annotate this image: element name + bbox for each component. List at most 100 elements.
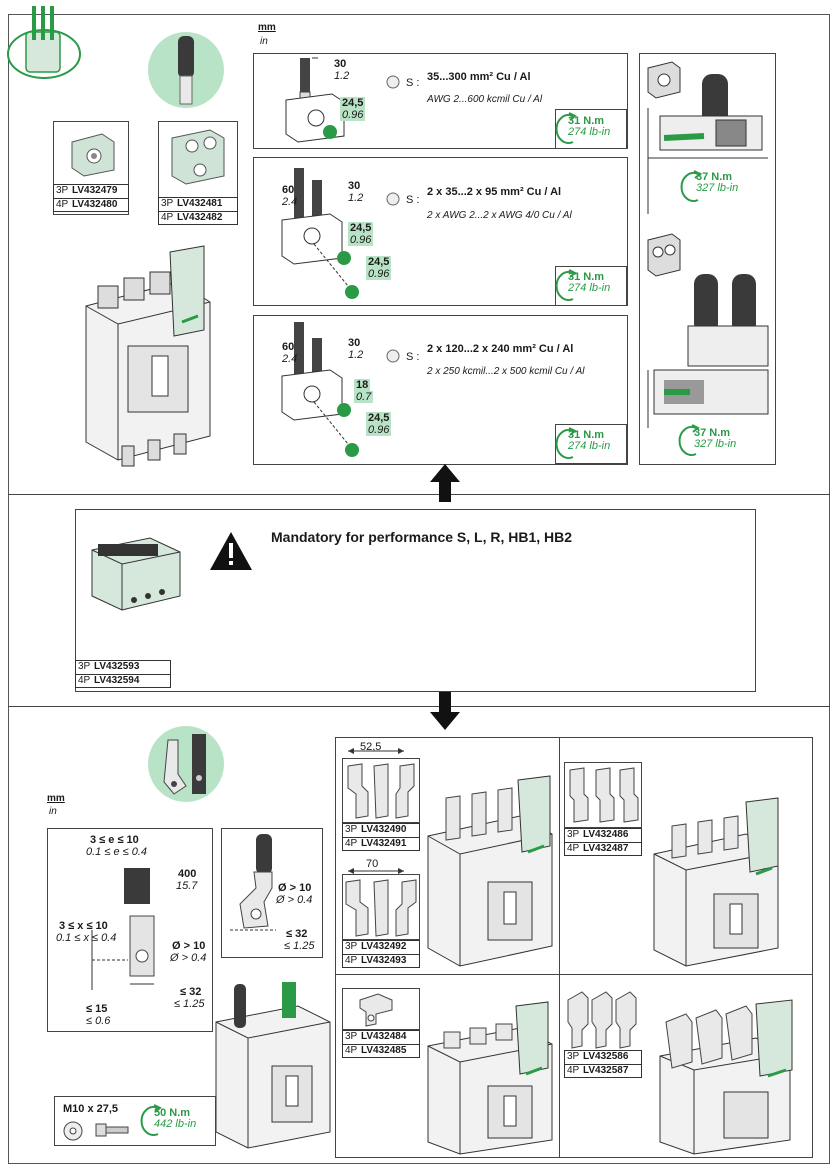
case-2-dim-c-mm: 24,5 <box>366 256 392 268</box>
side-assembly-bottom-torque: 37 N.m 327 lb-in <box>694 427 737 450</box>
case-2-dim-h-mm: 60 <box>282 184 295 196</box>
busbar-edge-mm: ≤ 32 <box>180 986 202 998</box>
case-3-dim-a-mm: 30 <box>348 337 361 349</box>
case-3-section: 2 x 120...2 x 240 mm² Cu / Al <box>427 343 574 355</box>
case-1-section-awg: AWG 2...600 kcmil Cu / Al <box>427 94 543 105</box>
side-assembly-bottom-image <box>647 233 769 428</box>
case-1-dim-b-mm: 24,5 <box>340 97 366 109</box>
breaker-spreader-illustration-4 <box>659 999 793 1155</box>
case-2-dim-a-in: 1.2 <box>348 192 364 204</box>
case-2-section-prefix: S : <box>406 194 420 206</box>
terminal-a-image <box>71 133 115 177</box>
case-1-dim-a-in: 1.2 <box>334 70 350 82</box>
cable-icon <box>148 32 224 108</box>
case-1-section: 35...300 mm² Cu / Al <box>427 71 531 83</box>
lug-drawing <box>230 834 276 931</box>
case-2-dim-b-in: 0.96 <box>348 234 374 246</box>
unit-in: in <box>260 36 268 47</box>
bolt-box <box>54 1096 216 1146</box>
busbar-edge-in: ≤ 1.25 <box>174 998 205 1010</box>
spacing-2-label: 70 <box>366 858 379 870</box>
case-3-dim-h-mm: 60 <box>282 341 295 353</box>
case-3-dim-a-in: 1.2 <box>348 349 364 361</box>
case-2-dim-h-in: 2.4 <box>282 196 298 208</box>
section-divider-top <box>8 494 830 495</box>
busbar-hole-mm: Ø > 10 <box>172 940 206 952</box>
unit-in-bottom: in <box>49 806 57 817</box>
lug-hole-mm: Ø > 10 <box>278 882 312 894</box>
case-3-option-circle-icon <box>386 349 400 363</box>
case-2-section: 2 x 35...2 x 95 mm² Cu / Al <box>427 186 562 198</box>
case-1-terminal-image <box>285 57 345 143</box>
spacing-1-arrow <box>348 748 404 754</box>
product-logo-icon <box>7 6 81 79</box>
case-2-dim-a-mm: 30 <box>348 180 361 192</box>
lug-edge-mm: ≤ 32 <box>286 928 308 940</box>
case-3-section-awg: 2 x 250 kcmil...2 x 500 kcmil Cu / Al <box>427 366 585 377</box>
warning-icon <box>210 532 252 570</box>
case-3-dim-b-in: 0.7 <box>354 391 374 403</box>
case-3-dim-b-mm: 18 <box>354 379 371 391</box>
case-3-torque-arrow-icon <box>555 427 577 459</box>
case-1-dim-a-mm: 30 <box>334 58 347 70</box>
case-2-dim-b-mm: 24,5 <box>348 222 374 234</box>
bolt-icon <box>95 1123 129 1137</box>
lug-hole-in: Ø > 0.4 <box>276 894 313 906</box>
side-assembly-bottom-torque-arrow-icon <box>678 424 700 456</box>
case-1-dim-b-in: 0.96 <box>340 109 366 121</box>
case-3-dim-c-mm: 24,5 <box>366 412 392 424</box>
busbar-w-in: ≤ 0.6 <box>86 1015 111 1027</box>
breaker-spreader-illustration-1 <box>427 775 553 967</box>
case-3-dim-c-in: 0.96 <box>366 424 392 436</box>
side-assembly-top-image <box>647 61 768 214</box>
lug-edge-in: ≤ 1.25 <box>284 940 315 952</box>
spreader-3-image <box>359 993 393 1027</box>
bolt-label: M10 x 27,5 <box>63 1103 119 1115</box>
case-3-terminal-image <box>281 322 359 457</box>
bolt-torque: 50 N.m 442 lb-in <box>154 1107 197 1130</box>
breaker-spreader-illustration-3 <box>427 1001 553 1155</box>
busbar-w-mm: ≤ 15 <box>86 1003 108 1015</box>
spreader-4-image <box>569 767 639 823</box>
busbar-lug-icon <box>148 726 224 802</box>
busbar-hole-in: Ø > 0.4 <box>170 952 207 964</box>
case-3-dim-h-in: 2.4 <box>282 353 298 365</box>
case-3-torque: 31 N.m 274 lb-in <box>568 429 611 452</box>
case-2-torque-arrow-icon <box>555 269 577 301</box>
busbar-len-in: 15.7 <box>176 880 198 892</box>
section-divider-bottom <box>8 706 830 707</box>
spreader-1-image <box>347 763 415 819</box>
washer-icon <box>63 1121 83 1141</box>
breaker-spreader-illustration-2 <box>653 797 779 967</box>
case-1-torque-arrow-icon <box>555 112 577 144</box>
side-assembly-top-torque: 37 N.m 327 lb-in <box>696 171 739 194</box>
busbar-drawing <box>91 868 155 990</box>
busbar-x-in: 0.1 ≤ x ≤ 0.4 <box>56 932 117 944</box>
case-2-section-awg: 2 x AWG 2...2 x AWG 4/0 Cu / Al <box>427 210 572 221</box>
case-2-terminal-image <box>281 168 359 299</box>
busbar-e-mm: 3 ≤ e ≤ 10 <box>90 834 139 846</box>
arrow-down-icon <box>430 692 460 730</box>
busbar-x-mm: 3 ≤ x ≤ 10 <box>59 920 108 932</box>
case-2-option-circle-icon <box>386 192 400 206</box>
unit-mm-bottom: mm <box>47 793 65 804</box>
case-3-section-prefix: S : <box>406 351 420 363</box>
phase-barrier-image <box>91 537 181 611</box>
bolt-torque-arrow-icon <box>140 1104 162 1136</box>
spacing-1-label: 52,5 <box>360 741 382 753</box>
case-1-torque: 31 N.m 274 lb-in <box>568 115 611 138</box>
arrow-up-icon <box>430 464 460 502</box>
busbar-e-in: 0.1 ≤ e ≤ 0.4 <box>86 846 147 858</box>
spreader-2-image <box>345 879 417 937</box>
spreader-grid-hdivider <box>335 974 813 975</box>
spreader-grid-vdivider <box>559 737 560 1158</box>
breaker-lug-illustration <box>215 982 331 1149</box>
